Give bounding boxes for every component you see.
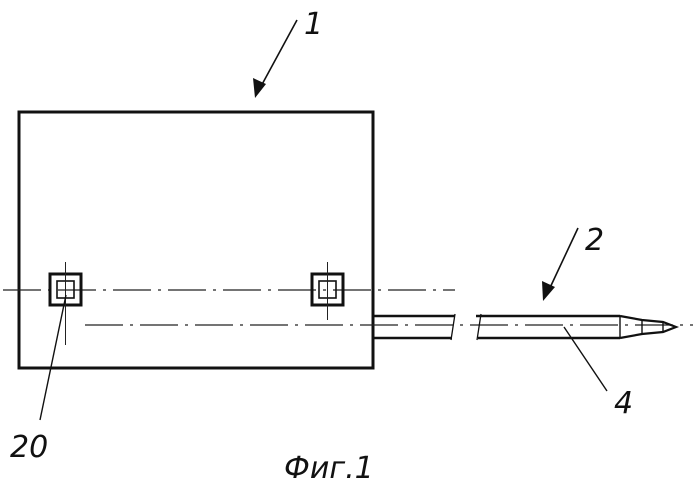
figure-caption: Фиг.1 [284, 451, 374, 486]
probe-rod-near [373, 314, 455, 340]
callout-label-sensor: 20 [10, 430, 48, 465]
callout-label-device: 1 [304, 7, 323, 42]
leader-line-4 [564, 327, 607, 391]
sensor-left [50, 262, 81, 345]
probe-rod-far [476, 314, 676, 340]
sensor-right [312, 262, 343, 320]
housing-body [19, 112, 373, 368]
leader-arrow-2 [542, 228, 578, 301]
leader-arrow-1 [253, 20, 297, 98]
callout-label-rod: 4 [614, 386, 633, 421]
leader-line-20 [40, 295, 66, 420]
callout-label-probe: 2 [585, 223, 604, 258]
